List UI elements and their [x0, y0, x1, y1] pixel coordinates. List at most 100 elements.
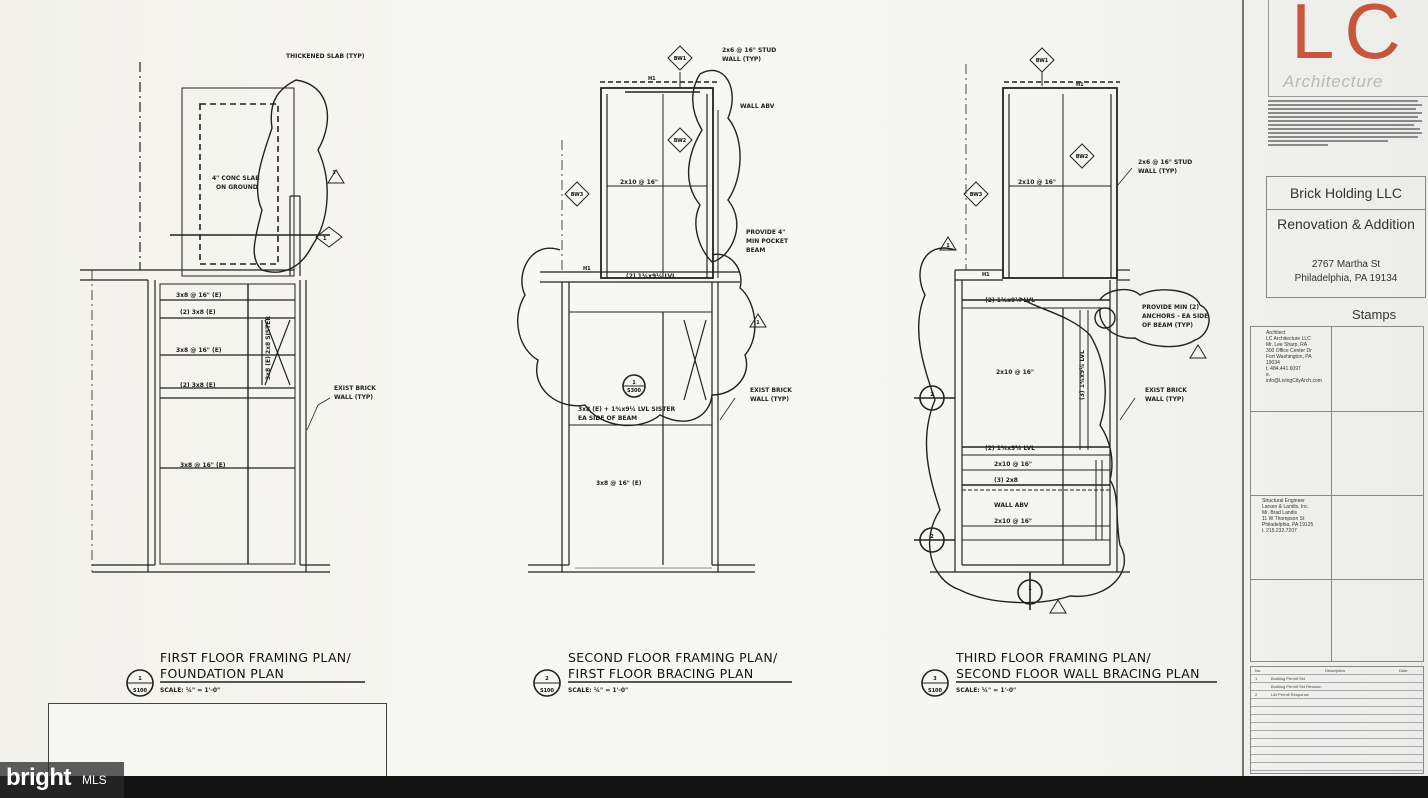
- project-address-line1: 2767 Martha St: [1311, 259, 1381, 270]
- engineer-line: Philadelphia, PA 19125: [1262, 522, 1314, 528]
- p2-stud-note-2: WALL (TYP): [722, 56, 761, 63]
- title-block: [1242, 0, 1428, 776]
- plan-1-lines: [80, 62, 345, 573]
- p2-bw1-tag: BW1: [674, 56, 687, 62]
- plan-3-sheet: S100: [928, 688, 943, 694]
- p2-lvl: (2) 1¾x9¼ LVL: [626, 273, 676, 280]
- p2-bw3-tag: BW3: [571, 192, 584, 198]
- plan-2-sheet: S100: [540, 688, 555, 694]
- plan-1-title-line2: FOUNDATION PLAN: [160, 666, 284, 681]
- plan-2-scale: SCALE: ¼" = 1'-0": [568, 687, 628, 694]
- engineer-line: t. 215.232.7207: [1262, 528, 1297, 534]
- plan-3-lines: [914, 47, 1210, 614]
- p3-brick-1: EXIST BRICK: [1145, 387, 1187, 394]
- p2-joist: 2x10 @ 16": [620, 179, 658, 186]
- watermark-brand: bright: [6, 764, 71, 791]
- p3-section-2: 2: [930, 392, 934, 398]
- architect-info: Architect LC Architecture LLC Mr. Lee Sh…: [1266, 330, 1346, 384]
- p3-section-2-lower: 2: [930, 534, 934, 540]
- revision-header-row: No. Description Date: [1251, 667, 1423, 675]
- p1-slab-note-2: ON GROUND: [216, 184, 258, 191]
- p3-bw1-tag: BW1: [1036, 58, 1049, 64]
- p2-brick-1: EXIST BRICK: [750, 387, 792, 394]
- revision-row: 2 L&I Permit Response: [1251, 691, 1423, 699]
- architect-line: e.: [1266, 372, 1271, 378]
- rev-header-date: Date: [1399, 668, 1408, 673]
- framing-plans-drawing: THICKENED SLAB (TYP) 4" CONC SLAB ON GRO…: [80, 45, 1210, 694]
- p2-revision-tag: 1: [756, 320, 760, 326]
- architect-line: 19034: [1266, 360, 1280, 366]
- p1-joist-5: 3x8 @ 16" (E): [180, 462, 226, 469]
- p1-section-tag: 1: [323, 236, 327, 242]
- architect-line: 300 Office Center Dr: [1266, 348, 1312, 354]
- p3-lvl-3: (3) 2x8: [994, 477, 1018, 484]
- p2-joist-lower: 3x8 @ 16" (E): [596, 480, 642, 487]
- p2-section-num: 1: [632, 380, 636, 386]
- p1-revision-tag: 1: [332, 170, 336, 176]
- project-address-line2: Philadelphia, PA 19134: [1294, 273, 1398, 284]
- p3-joist-4: 2x10 @ 16": [994, 518, 1032, 525]
- plan-3-scale: SCALE: ¼" = 1'-0": [956, 687, 1016, 694]
- p3-bw3-tag: BW3: [970, 192, 983, 198]
- plan-2-lines: [517, 45, 767, 573]
- p1-joist-4: (2) 3x8 (E): [180, 382, 216, 389]
- p2-pocket-1: PROVIDE 4": [746, 229, 785, 236]
- p1-joist-1: 3x8 @ 16" (E): [176, 292, 222, 299]
- p3-joist-top: 2x10 @ 16": [1018, 179, 1056, 186]
- p2-pocket-3: BEAM: [746, 247, 765, 254]
- p2-brick-2: WALL (TYP): [750, 396, 789, 403]
- rev-no: 1: [1255, 676, 1258, 681]
- p2-section-sheet: S300: [627, 388, 642, 394]
- p3-h1-tag: H1: [1076, 82, 1084, 88]
- drawing-sheet: THICKENED SLAB (TYP) 4" CONC SLAB ON GRO…: [0, 0, 1428, 776]
- plan-3-title-line2: SECOND FLOOR WALL BRACING PLAN: [956, 666, 1200, 681]
- p3-revision-tag: 1: [946, 243, 950, 249]
- p2-bw2-tag: BW2: [674, 138, 687, 144]
- rev-header-desc: Description: [1325, 668, 1346, 673]
- stamps-label: Stamps: [1352, 307, 1397, 322]
- p3-wall-abv: WALL ABV: [994, 502, 1029, 509]
- stamps-grid: [1250, 326, 1424, 662]
- rev-desc: Building Permit Set: [1271, 676, 1306, 681]
- client-name: Brick Holding LLC: [1289, 185, 1403, 201]
- p3-anchors-2: ANCHORS - EA SIDE: [1142, 313, 1208, 320]
- p1-thickened-slab-note: THICKENED SLAB (TYP): [286, 53, 365, 60]
- engineer-line: Larsen & Landis, Inc.: [1262, 504, 1309, 510]
- revision-table: No. Description Date 1 Building Permit S…: [1250, 666, 1424, 774]
- plan-1-title-line1: FIRST FLOOR FRAMING PLAN/: [160, 650, 351, 665]
- p2-sister-1: 3x8 (E) + 1¾x9¼ LVL SISTER: [578, 406, 675, 413]
- engineer-line: Structural Engineer: [1262, 498, 1305, 504]
- p1-joist-2: (2) 3x8 (E): [180, 309, 216, 316]
- project-name: Renovation & Addition: [1267, 209, 1425, 232]
- p3-lvl-2: (2) 1¾x9¼ LVL: [985, 445, 1035, 452]
- p3-bw2-tag: BW2: [1076, 154, 1089, 160]
- revision-row: Building Permit Set Revision: [1251, 683, 1423, 691]
- plan-3-number: 3: [933, 676, 937, 682]
- p1-brick-note-1: EXIST BRICK: [334, 385, 376, 392]
- plan-1-sheet: S100: [133, 688, 148, 694]
- rev-no: 2: [1255, 692, 1258, 697]
- p3-anchors-1: PROVIDE MIN (2): [1142, 304, 1199, 311]
- p3-joist-3: 2x10 @ 16": [994, 461, 1032, 468]
- architect-line: LC Architecture LLC: [1266, 336, 1311, 342]
- p2-h1-tag: H1: [648, 76, 656, 82]
- architect-line: Mr. Lee Sharp, RA: [1266, 342, 1308, 348]
- rev-desc: L&I Permit Response: [1271, 692, 1309, 697]
- project-info-box: Brick Holding LLC Renovation & Addition …: [1266, 176, 1426, 298]
- p3-lvl-1: (2) 1¾x9¼ LVL: [985, 297, 1035, 304]
- p2-h1-tag-lower: H1: [583, 266, 591, 272]
- plan-3-title-line1: THIRD FLOOR FRAMING PLAN/: [955, 650, 1151, 665]
- logo-letters: LC: [1291, 0, 1411, 75]
- engineer-line: 11 W Thompson St: [1262, 516, 1305, 522]
- p3-anchors-3: OF BEAM (TYP): [1142, 322, 1193, 329]
- plan-2-title-line1: SECOND FLOOR FRAMING PLAN/: [568, 650, 778, 665]
- rev-header-no: No.: [1255, 668, 1262, 673]
- watermark-mls: MLS: [82, 773, 107, 787]
- revision-row: 1 Building Permit Set: [1251, 675, 1423, 683]
- p1-joist-3: 3x8 @ 16" (E): [176, 347, 222, 354]
- p2-wall-abv: WALL ABV: [740, 103, 775, 110]
- p2-sister-2: EA SIDE OF BEAM: [578, 415, 637, 422]
- p3-stud-2: WALL (TYP): [1138, 168, 1177, 175]
- p3-section-1: 1: [1028, 586, 1032, 592]
- p1-brick-note-2: WALL (TYP): [334, 394, 373, 401]
